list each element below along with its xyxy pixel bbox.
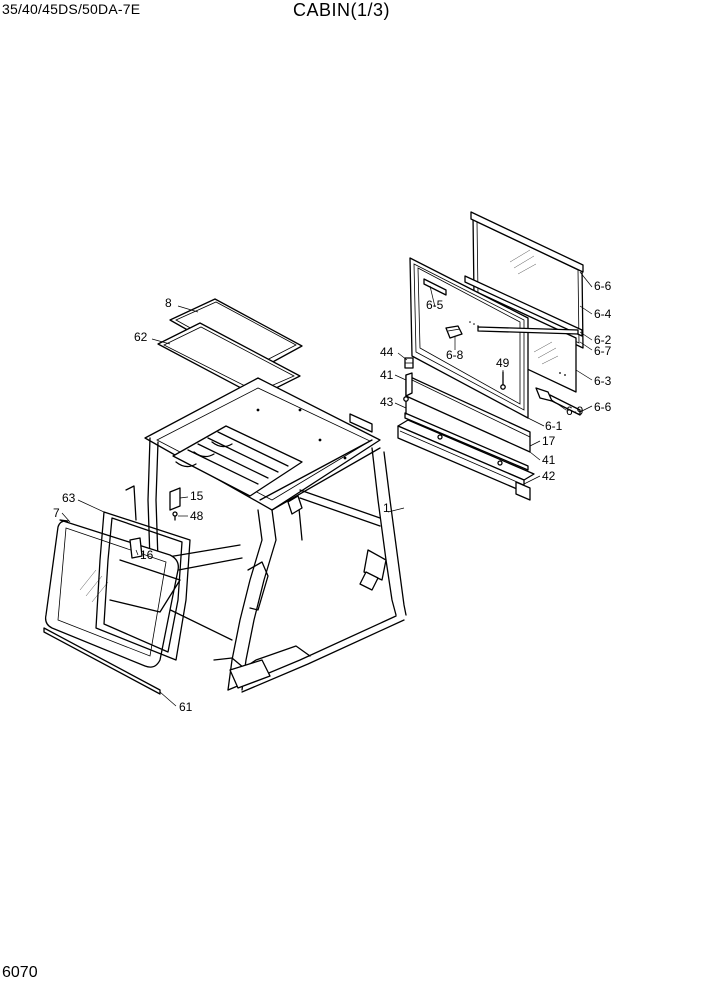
door-hinge bbox=[129, 537, 143, 559]
front-window-assembly bbox=[43, 485, 191, 695]
callout-6-1: 6-1 bbox=[545, 419, 563, 433]
page-title: CABIN(1/3) bbox=[293, 0, 391, 20]
callout-63: 63 bbox=[62, 491, 76, 505]
callout-6-9: 6-9 bbox=[566, 404, 584, 418]
weather-strip bbox=[43, 627, 161, 695]
roof-seal-assembly bbox=[157, 298, 303, 398]
callout-49: 49 bbox=[496, 356, 510, 370]
leader-lines bbox=[61, 271, 593, 707]
callout-6-3: 6-3 bbox=[594, 374, 612, 388]
rear-window-assembly bbox=[409, 211, 584, 419]
roof-seal-inner bbox=[157, 322, 301, 398]
callout-17: 17 bbox=[542, 434, 556, 448]
callout-15: 15 bbox=[190, 489, 204, 503]
callout-61: 61 bbox=[179, 700, 193, 714]
callout-7: 7 bbox=[53, 506, 60, 520]
page-number: 6070 bbox=[2, 964, 38, 981]
callout-43: 43 bbox=[380, 395, 394, 409]
callout-labels: 1 6-1 6-2 6-3 6-4 6-5 6-6 6-6 6-7 6-8 6-… bbox=[53, 279, 612, 714]
callout-6-5: 6-5 bbox=[426, 298, 444, 312]
callout-6-2: 6-2 bbox=[594, 333, 612, 347]
callout-41-lower: 41 bbox=[542, 453, 556, 467]
callout-62: 62 bbox=[134, 330, 148, 344]
callout-48: 48 bbox=[190, 509, 204, 523]
callout-42: 42 bbox=[542, 469, 556, 483]
callout-41-upper: 41 bbox=[380, 368, 394, 382]
model-number: 35/40/45DS/50DA-7E bbox=[2, 1, 141, 17]
callout-6-6-upper: 6-6 bbox=[594, 279, 612, 293]
callout-44: 44 bbox=[380, 345, 394, 359]
callout-6-8: 6-8 bbox=[446, 348, 464, 362]
callout-16: 16 bbox=[140, 548, 154, 562]
cabin-frame bbox=[144, 377, 407, 693]
callout-1: 1 bbox=[383, 501, 390, 515]
callout-6-6-lower: 6-6 bbox=[594, 400, 612, 414]
callout-6-7: 6-7 bbox=[594, 344, 612, 358]
callout-6-4: 6-4 bbox=[594, 307, 612, 321]
callout-8: 8 bbox=[165, 296, 172, 310]
front-glass bbox=[44, 519, 179, 668]
